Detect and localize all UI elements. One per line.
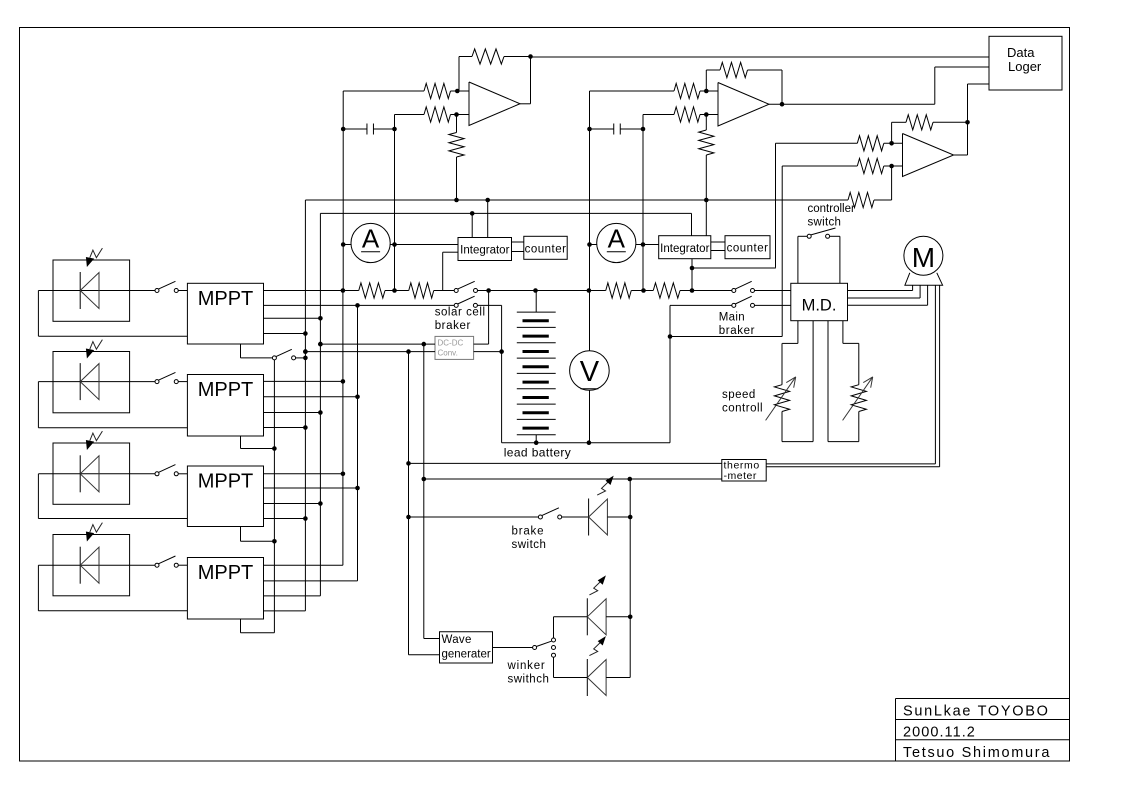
svg-text:Conv.: Conv. [438, 348, 458, 357]
svg-text:counter: counter [525, 244, 567, 256]
svg-text:Tetsuo Shimomura: Tetsuo Shimomura [903, 745, 1051, 761]
svg-text:V: V [580, 356, 600, 388]
svg-text:counter: counter [727, 243, 769, 255]
svg-text:DC-DC: DC-DC [438, 338, 464, 347]
svg-text:-meter: -meter [724, 470, 757, 482]
svg-text:Integrator: Integrator [460, 245, 509, 257]
svg-text:MPPT: MPPT [198, 562, 254, 584]
svg-text:braker: braker [435, 320, 471, 332]
svg-text:2000.11.2: 2000.11.2 [903, 724, 976, 740]
svg-text:thermo: thermo [724, 460, 760, 472]
svg-text:Wave: Wave [442, 634, 472, 646]
svg-text:lead battery: lead battery [504, 445, 572, 459]
svg-text:switch: switch [808, 217, 842, 229]
svg-text:A: A [362, 224, 380, 254]
svg-text:speed: speed [722, 389, 756, 401]
svg-text:SunLkae TOYOBO: SunLkae TOYOBO [903, 704, 1050, 720]
svg-text:winker: winker [507, 660, 546, 672]
svg-text:generater: generater [442, 649, 491, 661]
svg-text:A: A [608, 224, 626, 254]
svg-text:controller: controller [808, 203, 855, 215]
svg-text:switch: switch [512, 539, 547, 551]
svg-text:controll: controll [722, 402, 763, 414]
svg-text:MPPT: MPPT [198, 471, 254, 493]
svg-text:Main: Main [719, 311, 745, 323]
svg-text:braker: braker [719, 325, 755, 337]
svg-text:Integrator: Integrator [660, 243, 709, 255]
svg-text:Loger: Loger [1008, 59, 1042, 74]
svg-text:solar cell: solar cell [435, 307, 486, 319]
svg-text:Data: Data [1007, 45, 1035, 60]
svg-text:brake: brake [512, 526, 545, 538]
svg-text:M: M [912, 242, 935, 273]
svg-text:MPPT: MPPT [198, 288, 254, 310]
svg-text:swithch: swithch [508, 674, 550, 686]
svg-text:M.D.: M.D. [802, 297, 837, 315]
svg-text:MPPT: MPPT [198, 379, 254, 401]
